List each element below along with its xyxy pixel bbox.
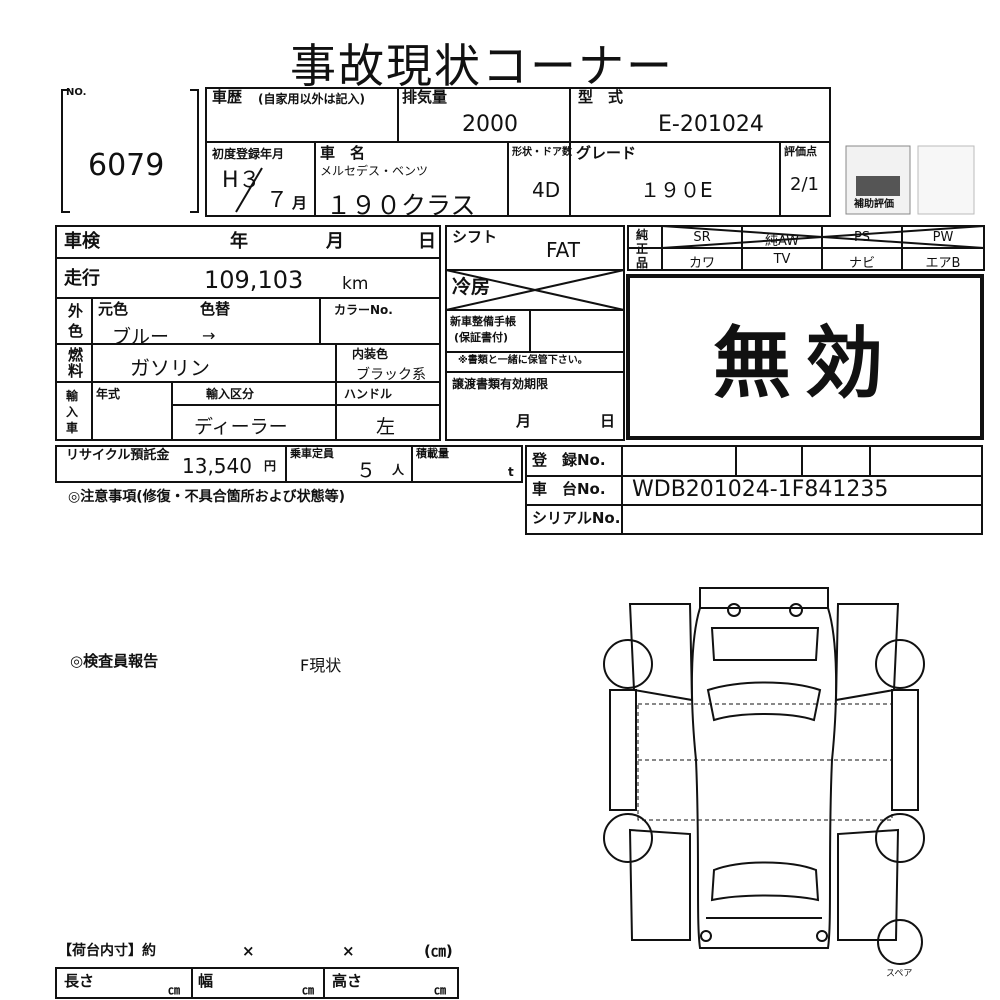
- equipment-label: 純正品: [636, 228, 649, 270]
- fuel-value: ガソリン: [130, 356, 210, 380]
- equipment-airbag: エアB: [925, 256, 961, 271]
- interior-label: 内装色: [352, 347, 389, 361]
- manual-note: ※書類と一緒に保管下さい。: [458, 355, 588, 366]
- eval-label: 評価点: [784, 145, 817, 158]
- cargo-width-unit: ㎝: [302, 983, 315, 997]
- inspector-value: F現状: [300, 656, 342, 675]
- recycle-value: 13,540: [182, 454, 252, 478]
- model-code-label: 型 式: [578, 88, 624, 106]
- equipment-tv: TV: [773, 252, 791, 267]
- reg-no-label: 登 録No.: [532, 451, 606, 469]
- mileage-label: 走行: [64, 268, 100, 289]
- mileage-unit: km: [342, 274, 369, 294]
- exterior-repaint-label: 色替: [200, 300, 231, 318]
- first-reg-label: 初度登録年月: [212, 147, 285, 161]
- cargo-x1: ×: [242, 942, 255, 960]
- cargo-length-unit: ㎝: [168, 983, 181, 997]
- inspection-day: 日: [418, 231, 436, 252]
- equipment-leather: カワ: [688, 256, 715, 271]
- inspection-year: 年: [230, 231, 248, 252]
- aircon-label: 冷房: [452, 276, 491, 298]
- handle-label: ハンドル: [344, 387, 393, 401]
- shift-value: FAT: [546, 238, 581, 262]
- first-reg-month-unit: 月: [292, 194, 308, 212]
- cargo-length-label: 長さ: [64, 972, 95, 990]
- grade-label: グレード: [576, 144, 637, 162]
- recycle-unit: 円: [264, 459, 277, 473]
- inspector-label: ◎検査員報告: [70, 652, 159, 670]
- fuel-label-1: 燃: [68, 346, 84, 364]
- car-maker: メルセデス・ベンツ: [320, 164, 429, 178]
- spare-label: スペア: [886, 969, 913, 979]
- manual-sub: (保証書付): [454, 331, 509, 344]
- color-no-label: カラーNo.: [334, 303, 393, 317]
- displacement-value: 2000: [462, 112, 518, 137]
- interior-value: ブラック系: [356, 367, 426, 383]
- inspection-label: 車検: [64, 231, 100, 252]
- no-label: NO.: [66, 87, 87, 98]
- cargo-label: 【荷台内寸】約: [58, 943, 156, 959]
- equipment-aw: 純AW: [764, 234, 800, 249]
- load-label: 積載量: [416, 447, 449, 460]
- cargo-unit: (㎝): [424, 942, 453, 960]
- body-doors-label: 形状・ドア数: [512, 147, 572, 158]
- chassis-no-value: WDB201024-1F841235: [632, 477, 889, 502]
- fuel-label-2: 料: [68, 362, 84, 380]
- displacement-label: 排気量: [402, 88, 448, 106]
- invalid-stamp: 無効: [712, 319, 897, 409]
- car-model: １９０クラス: [326, 191, 476, 220]
- serial-no-label: シリアルNo.: [532, 509, 621, 527]
- chassis-no-label: 車 台No.: [532, 480, 606, 498]
- first-reg-month: ７: [266, 188, 289, 213]
- capacity-label: 乗車定員: [290, 447, 334, 460]
- import-category-label: 輸入区分: [206, 387, 255, 401]
- exterior-arrow: →: [202, 326, 216, 345]
- equipment-sr: SR: [693, 230, 711, 245]
- import-category-value: ディーラー: [194, 416, 288, 438]
- history-note: (自家用以外は記入): [258, 92, 365, 106]
- inspection-month: 月: [326, 231, 344, 252]
- cargo-x2: ×: [342, 942, 355, 960]
- exterior-orig-value: ブルー: [112, 326, 170, 348]
- capacity-value: ５: [356, 458, 376, 482]
- history-label: 車歴: [212, 88, 243, 106]
- transfer-month: 月: [516, 412, 532, 430]
- transfer-label: 譲渡書類有効期限: [452, 377, 549, 391]
- import-label: 輸入車: [66, 389, 79, 435]
- exterior-orig-label: 元色: [98, 300, 129, 318]
- capacity-unit: 人: [392, 463, 405, 477]
- recycle-label: リサイクル預託金: [66, 448, 170, 463]
- equipment-pw: PW: [932, 230, 954, 245]
- page-title: 事故現状コーナー: [290, 39, 674, 93]
- handle-value: 左: [376, 416, 396, 438]
- lot-number: 6079: [88, 148, 165, 183]
- equipment-navi: ナビ: [848, 256, 875, 271]
- exterior-label-2: 色: [68, 322, 84, 340]
- shift-label: シフト: [452, 228, 498, 246]
- notes-label: ◎注意事項(修復・不具合箇所および状態等): [68, 489, 346, 505]
- equipment-ps: PS: [853, 230, 871, 245]
- model-code-value: E-201024: [658, 112, 764, 137]
- cargo-height-label: 高さ: [332, 972, 363, 990]
- load-unit: t: [508, 465, 514, 479]
- exterior-label-1: 外: [68, 302, 84, 320]
- cargo-height-unit: ㎝: [434, 983, 447, 997]
- car-name-label: 車 名: [320, 144, 366, 162]
- transfer-day: 日: [600, 412, 616, 430]
- body-doors-value: 4D: [532, 178, 561, 202]
- eval-score: 2/1: [790, 174, 819, 195]
- eval-sub-label: 補助評価: [854, 199, 894, 210]
- mileage-value: 109,103: [204, 266, 304, 294]
- grade-value: １９０E: [640, 178, 713, 202]
- manual-label: 新車整備手帳: [450, 315, 516, 328]
- import-year-label: 年式: [96, 387, 121, 401]
- cargo-width-label: 幅: [198, 972, 214, 990]
